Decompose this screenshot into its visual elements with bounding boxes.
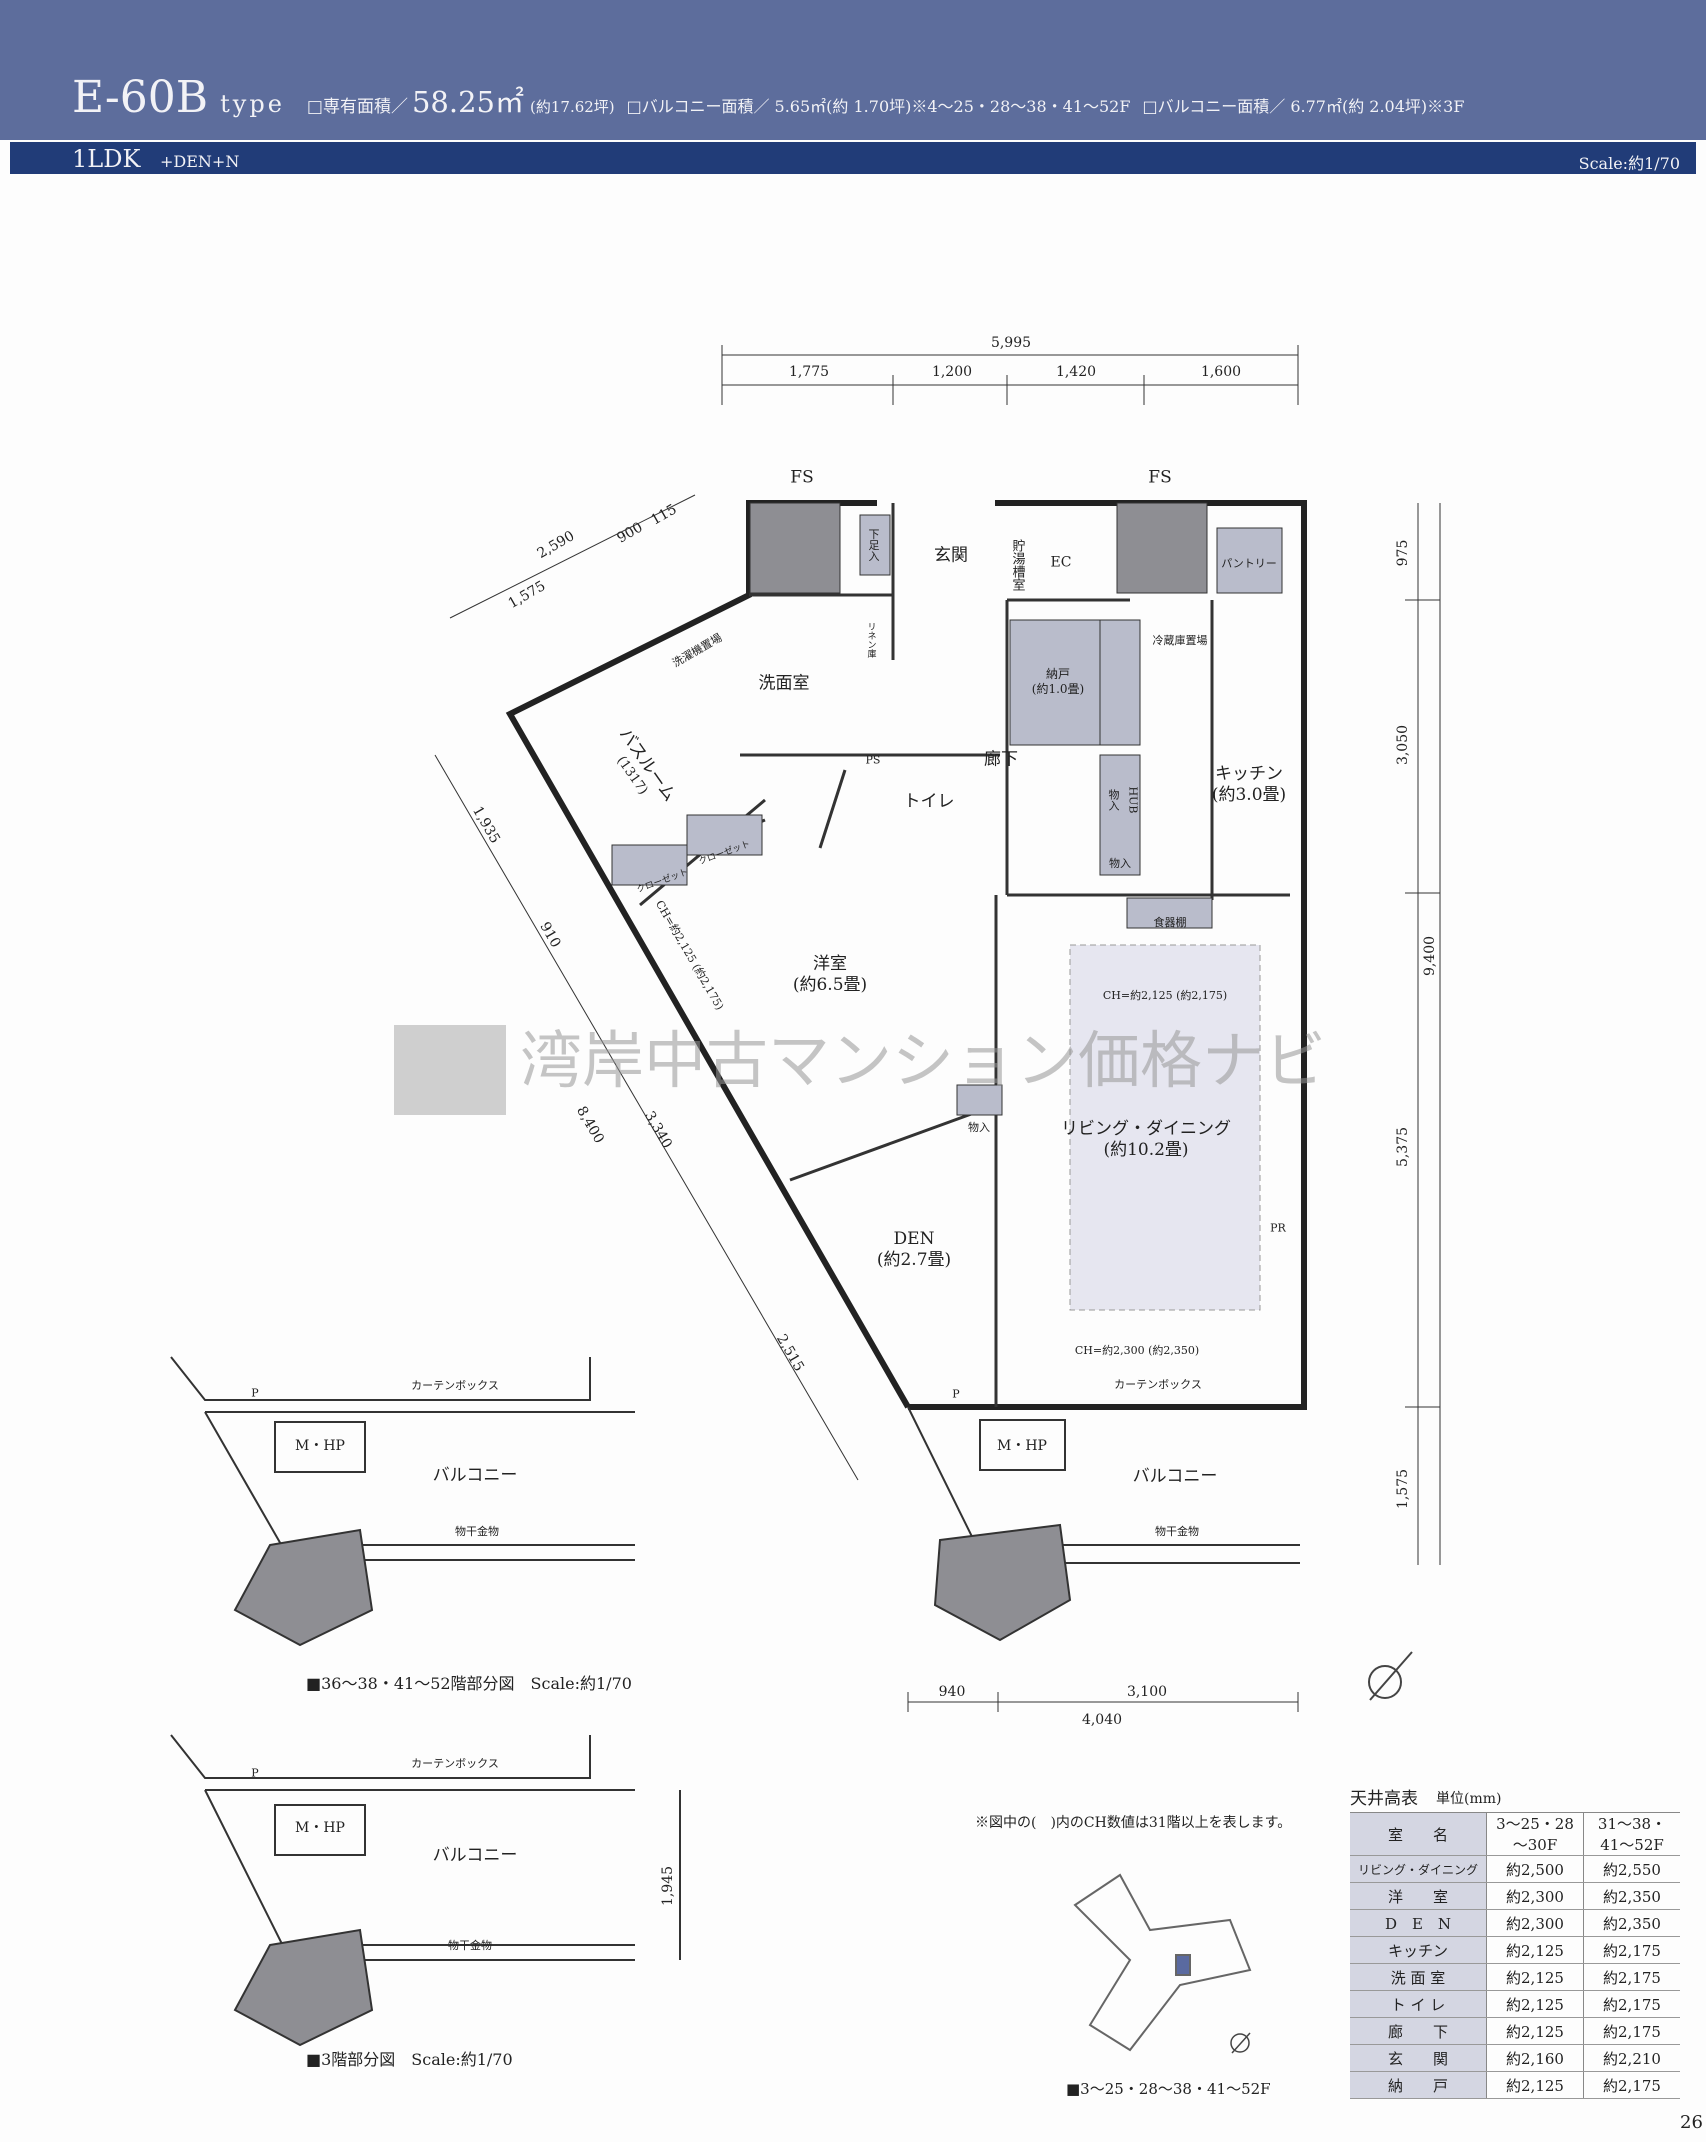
watermark-logo-icon	[394, 1025, 506, 1115]
reizouko-label: 冷蔵庫置場	[1152, 634, 1208, 647]
curtain-box-label: カーテンボックス	[1114, 1378, 1202, 1391]
dim-right-4: 5,375	[1395, 1126, 1411, 1168]
keyplan-compass-icon	[1230, 2032, 1251, 2054]
dim-bottom-total: 4,040	[1081, 1712, 1123, 1728]
ch-label-ld2: CH=約2,300 (約2,350)	[1074, 1344, 1200, 1357]
keyplan-caption: ■3～25・28～38・41～52F	[1066, 2080, 1271, 2098]
layout-type: 1LDK	[72, 145, 141, 173]
scale-label: Scale:約1/70	[1578, 154, 1680, 173]
compass-icon	[1368, 1651, 1413, 1701]
area-tsubo: (約17.62坪)	[530, 98, 615, 116]
pr-label: PR	[1270, 1221, 1286, 1235]
mhp-label: M・HP	[997, 1438, 1047, 1454]
dim-bottom-2: 3,100	[1126, 1684, 1168, 1700]
room-den: DEN(約2.7畳)	[876, 1228, 952, 1270]
room-genkan: 玄関	[934, 545, 968, 566]
area-label: □専有面積／	[306, 97, 408, 117]
room-kitchen: キッチン(約3.0畳)	[1211, 763, 1287, 805]
fs-label-1: FS	[790, 467, 814, 488]
room-youshitsu: 洋室(約6.5畳)	[792, 953, 868, 995]
partial1-monohoshi: 物干金物	[455, 1525, 499, 1538]
balcony-area-1: □バルコニー面積／ 5.65㎡(約 1.70坪)※4～25・28～38・41～5…	[626, 97, 1131, 116]
room-senmen: 洗面室	[758, 673, 810, 694]
page-number: 26	[1680, 2112, 1703, 2133]
choyu-label: 貯湯槽室	[1009, 539, 1025, 591]
partial2-monohoshi: 物干金物	[448, 1939, 492, 1952]
partial2-balcony: バルコニー	[432, 1845, 518, 1866]
watermark: 湾岸中古マンション価格ナビ	[520, 1024, 1327, 1097]
partial2-caption: ■3階部分図 Scale:約1/70	[306, 2050, 513, 2069]
dim-top-total: 5,995	[990, 335, 1032, 351]
linen-label: リネン庫	[865, 622, 876, 658]
partial1-caption: ■36～38・41～52階部分図 Scale:約1/70	[306, 1674, 632, 1693]
dim-top-4: 1,600	[1200, 364, 1242, 380]
layout-suffix: +DEN+N	[160, 152, 240, 171]
partial1-curtain: カーテンボックス	[411, 1379, 499, 1392]
type-suffix: type	[220, 90, 285, 118]
partial1-balcony: バルコニー	[432, 1465, 518, 1486]
room-living-dining: リビング・ダイニング(約10.2畳)	[1061, 1118, 1231, 1160]
area-value: 58.25㎡	[411, 85, 524, 119]
ps-label: PS	[865, 753, 881, 767]
header-row: E-60B type □専有面積／ 58.25㎡ (約17.62坪) □バルコニ…	[72, 72, 1464, 123]
partial2-curtain: カーテンボックス	[411, 1757, 499, 1770]
room-rouka: 廊下	[984, 749, 1018, 770]
room-nando: 納戸(約1.0畳)	[1031, 667, 1085, 696]
partial1-p: P	[251, 1386, 259, 1400]
ceiling-table-title: 天井高表	[1350, 1789, 1418, 1809]
balcony-area-2: □バルコニー面積／ 6.77㎡(約 2.04坪)※3F	[1142, 97, 1465, 116]
monohoshi-label: 物干金物	[1155, 1525, 1199, 1538]
dim-bottom-1: 940	[938, 1684, 966, 1700]
geta-label: 下足入	[867, 528, 880, 562]
partial2-p: P	[251, 1766, 259, 1780]
type-code: E-60B	[72, 72, 209, 123]
header-band: E-60B type □専有面積／ 58.25㎡ (約17.62坪) □バルコニ…	[0, 0, 1706, 140]
dim-right-1: 975	[1395, 539, 1411, 567]
fs-label-2: FS	[1148, 467, 1172, 488]
shokki-label: 食器棚	[1153, 916, 1187, 929]
partial1-mhp: M・HP	[295, 1438, 345, 1454]
room-balcony: バルコニー	[1132, 1466, 1218, 1487]
dim-top-2: 1,200	[931, 364, 973, 380]
hub-label: HUB	[1126, 786, 1140, 814]
ch-label-ld: CH=約2,125 (約2,175)	[1102, 989, 1228, 1002]
partial2-mhp: M・HP	[295, 1820, 345, 1836]
pantry-label: パントリー	[1221, 557, 1277, 570]
ch-note: ※図中の( )内のCH数値は31階以上を表します。	[975, 1815, 1292, 1831]
dim-right-3: 9,400	[1422, 935, 1438, 977]
ld-ceiling-area	[1069, 944, 1261, 1311]
dim-right-2: 3,050	[1395, 724, 1411, 766]
dim-top-1: 1,775	[788, 364, 830, 380]
p-label: P	[952, 1387, 960, 1401]
dim-right-5: 1,575	[1395, 1468, 1411, 1510]
ceiling-table-unit: 単位(mm)	[1436, 1791, 1502, 1807]
dim-top-3: 1,420	[1055, 364, 1097, 380]
mono-label-3: 物入	[968, 1121, 990, 1134]
room-toilet: トイレ	[903, 791, 955, 812]
partial2-dim: 1,945	[660, 1865, 676, 1907]
layout-bar: 1LDK +DEN+N Scale:約1/70	[10, 142, 1696, 174]
ec-label: EC	[1050, 554, 1072, 571]
mono-label-2: 物入	[1109, 857, 1131, 870]
mono-label-1: 物入	[1107, 789, 1120, 811]
